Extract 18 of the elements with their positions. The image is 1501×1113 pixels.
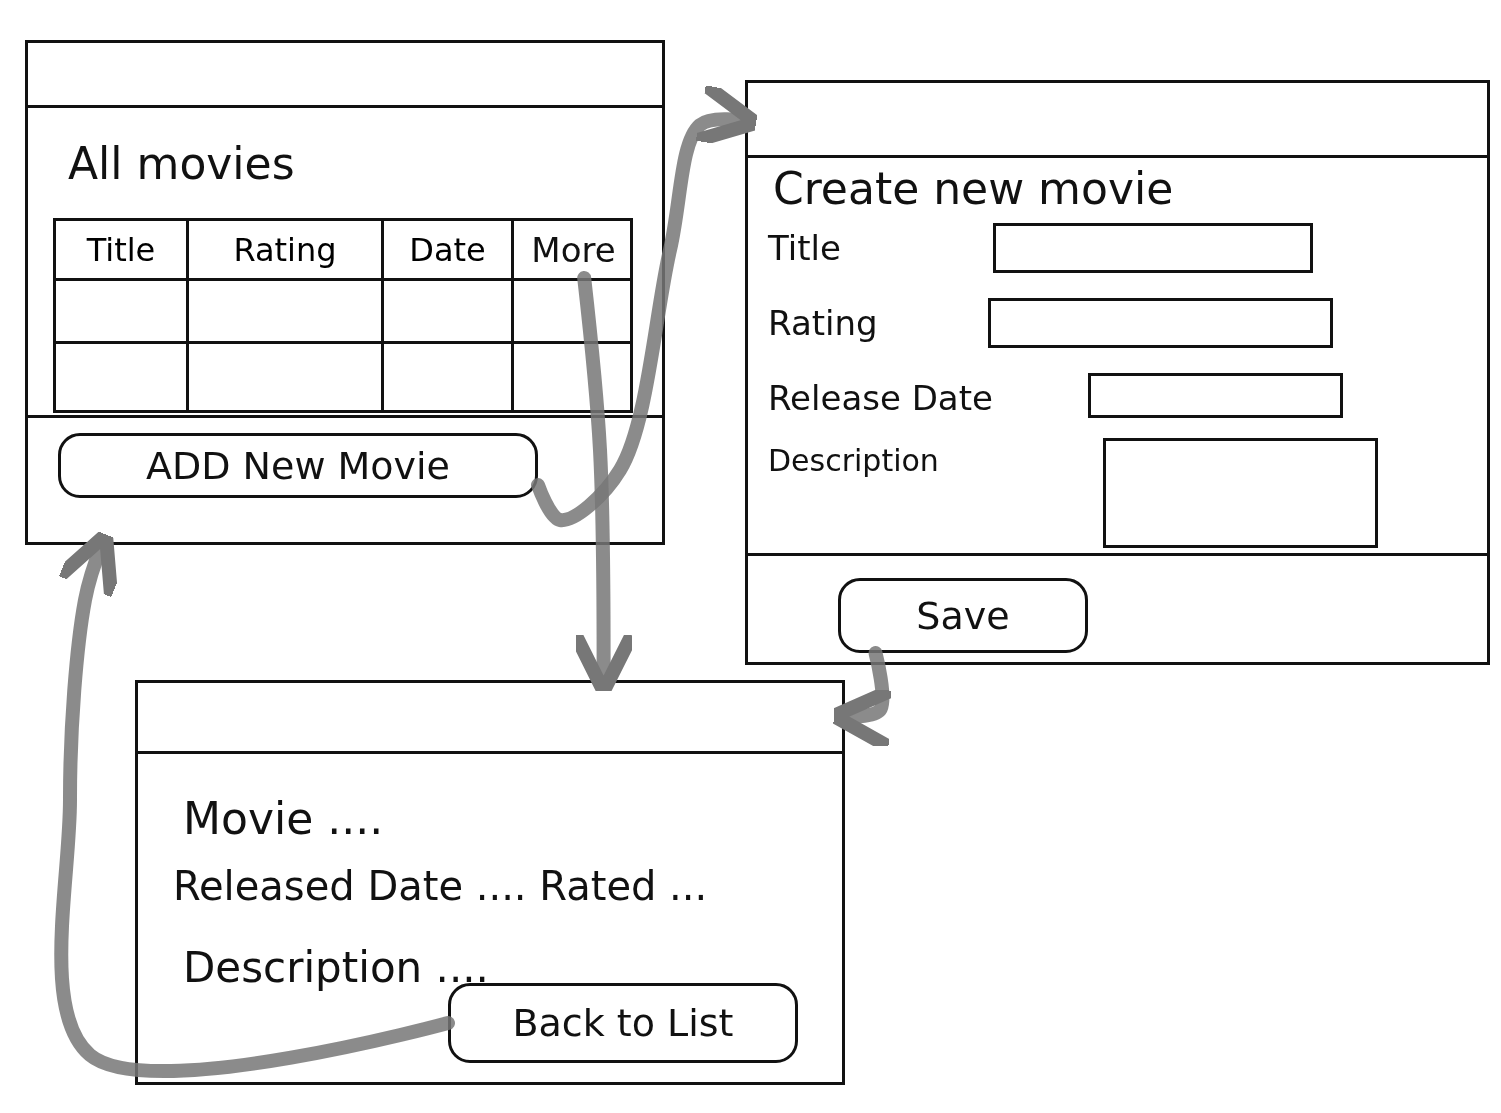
- table-header-cell: Rating: [186, 221, 381, 278]
- field-label: Title: [768, 228, 841, 268]
- table-header-cell-text: Title: [85, 229, 157, 271]
- back-button: Back to List: [448, 983, 798, 1063]
- table-header-cell: More: [511, 221, 633, 278]
- add-button: ADD New Movie: [58, 433, 538, 498]
- detail-text: Released Date .... Rated ...: [173, 863, 708, 909]
- field-label: Rating: [768, 303, 878, 343]
- screen-frame: [25, 40, 665, 545]
- screen-frame: [745, 80, 1490, 665]
- screen-frame: [135, 680, 845, 1085]
- field-label: Description: [768, 443, 939, 478]
- screen-heading: All movies: [68, 138, 295, 189]
- save-button: Save: [838, 578, 1088, 653]
- screen-heading: Create new movie: [773, 163, 1174, 214]
- table-header-cell: Date: [381, 221, 511, 278]
- screen-heading: Movie ....: [183, 793, 384, 844]
- field-label: Release Date: [768, 378, 993, 418]
